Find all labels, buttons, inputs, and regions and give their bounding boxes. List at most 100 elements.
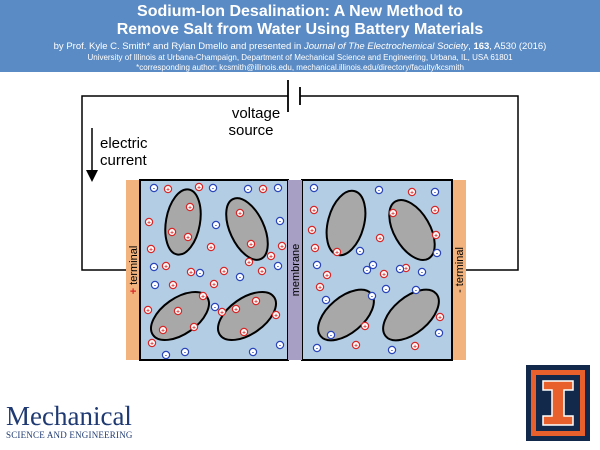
cation-circle xyxy=(266,251,276,261)
cation-ion: + xyxy=(161,261,171,270)
title-line-2: Remove Salt from Water Using Battery Mat… xyxy=(116,21,484,38)
negative-terminal xyxy=(452,180,466,360)
cation-circle xyxy=(239,327,249,337)
cation-symbol: + xyxy=(260,268,264,275)
cation-symbol: + xyxy=(261,186,265,193)
cation-symbol: + xyxy=(209,244,213,251)
anion-ion: - xyxy=(374,185,384,194)
cation-circle xyxy=(332,247,342,257)
cation-symbol: + xyxy=(254,298,258,305)
cation-symbol: + xyxy=(146,307,150,314)
cation-symbol: + xyxy=(234,306,238,313)
anion-ion: - xyxy=(432,248,442,257)
cation-ion: + xyxy=(271,310,281,319)
cation-ion: + xyxy=(231,304,241,313)
particle xyxy=(382,288,440,342)
anion-ion: - xyxy=(273,183,283,192)
cation-symbol: + xyxy=(249,241,253,248)
anion-symbol: - xyxy=(279,342,281,349)
cation-circle xyxy=(307,225,317,235)
negative-terminal-label: - terminal xyxy=(454,247,466,293)
anion-ion: - xyxy=(208,183,218,192)
cation-ion: + xyxy=(360,321,370,331)
cation-symbol: + xyxy=(274,312,278,319)
anion-ion: - xyxy=(275,216,285,225)
cation-circle xyxy=(147,338,157,348)
cation-symbol: + xyxy=(247,259,251,266)
cation-symbol: + xyxy=(176,308,180,315)
voltage-source-label-2: source xyxy=(228,122,273,139)
corresponding-author: *corresponding author: kcsmith@illinois.… xyxy=(136,63,464,72)
anion-ion: - xyxy=(149,183,159,192)
anion-circle xyxy=(273,261,283,271)
cation-symbol: + xyxy=(149,246,153,253)
byline-prefix: by Prof. Kyle C. Smith* and Rylan Dmello… xyxy=(53,41,304,52)
logo-sub-text: SCIENCE AND ENGINEERING xyxy=(6,430,133,440)
anion-circle xyxy=(434,328,444,338)
cation-ion: + xyxy=(163,184,173,193)
cation-symbol: + xyxy=(242,329,246,336)
cation-symbol: + xyxy=(150,340,154,347)
cation-circle xyxy=(315,282,325,292)
cation-circle xyxy=(206,242,216,252)
anion-ion: - xyxy=(243,184,253,193)
cation-ion: + xyxy=(206,242,216,252)
anion-symbol: - xyxy=(366,267,368,274)
cation-ion: + xyxy=(219,266,229,275)
anion-symbol: - xyxy=(279,218,281,225)
cation-circle xyxy=(235,208,245,218)
anion-symbol: - xyxy=(316,262,318,269)
cation-symbol: + xyxy=(434,232,438,239)
cation-ion: + xyxy=(257,266,267,275)
cation-symbol: + xyxy=(433,207,437,214)
journal-pages: , A530 (2016) xyxy=(489,41,547,52)
cation-symbol: + xyxy=(147,219,151,226)
anion-circle xyxy=(195,268,205,278)
anion-circle xyxy=(312,260,322,270)
cation-ion: + xyxy=(246,239,256,248)
cation-symbol: + xyxy=(354,342,358,349)
cation-symbol: + xyxy=(404,265,408,272)
cation-ion: + xyxy=(388,208,398,217)
cation-circle xyxy=(244,257,254,267)
right-electrode-particles xyxy=(317,189,440,342)
cation-ion: + xyxy=(430,205,440,214)
cation-ion: + xyxy=(183,232,193,241)
circuit-wire-right xyxy=(300,95,519,271)
cation-symbol: + xyxy=(188,204,192,211)
anion-circle xyxy=(211,220,221,230)
illinois-block-i-logo xyxy=(526,365,590,441)
cation-circle xyxy=(410,341,420,351)
anion-ion: - xyxy=(210,302,220,311)
cation-circle xyxy=(360,321,370,331)
membrane-bar xyxy=(288,180,302,360)
cation-ion: + xyxy=(198,291,208,300)
anion-symbol: - xyxy=(184,349,186,356)
anion-ion: - xyxy=(430,187,440,196)
cation-symbol: + xyxy=(312,207,316,214)
cation-circle xyxy=(143,305,153,315)
cation-symbol: + xyxy=(269,253,273,260)
cation-symbol: + xyxy=(325,272,329,279)
anion-symbol: - xyxy=(165,352,167,359)
cation-circle xyxy=(277,241,287,251)
anion-symbol: - xyxy=(199,270,201,277)
anion-circle xyxy=(395,264,405,274)
anion-ion: - xyxy=(387,345,397,354)
cation-ion: + xyxy=(217,307,227,316)
cation-symbol: + xyxy=(310,227,314,234)
anion-symbol: - xyxy=(391,347,393,354)
cation-ion: + xyxy=(379,269,389,278)
anion-symbol: - xyxy=(330,332,332,339)
voltage-source-label-1: voltage xyxy=(232,105,280,122)
cation-ion: + xyxy=(143,305,153,315)
journal-volume: 163 xyxy=(473,41,490,52)
anion-ion: - xyxy=(321,295,331,304)
anion-circle xyxy=(417,267,427,277)
electric-current-label-2: current xyxy=(100,152,148,169)
mechse-logo: Mechanical SCIENCE AND ENGINEERING xyxy=(6,402,133,440)
cation-circle xyxy=(209,279,219,289)
anion-ion: - xyxy=(395,264,405,274)
anion-circle xyxy=(309,183,319,193)
anion-symbol: - xyxy=(434,189,436,196)
